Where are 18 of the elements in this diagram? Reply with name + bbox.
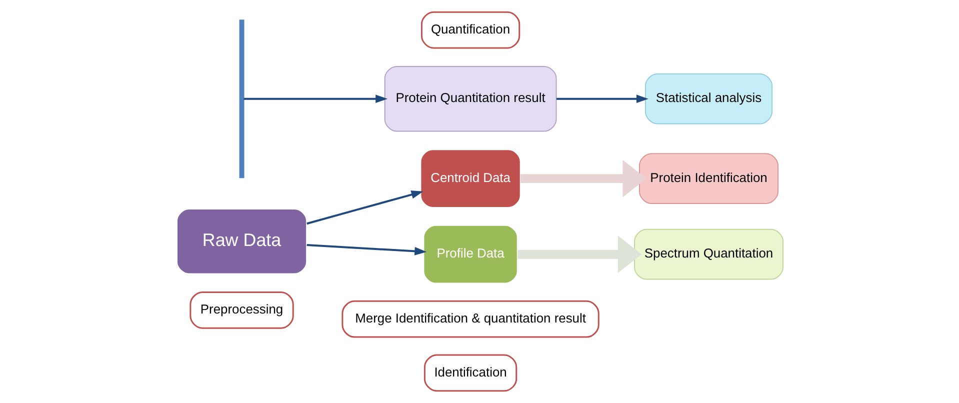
node-box: Protein Quantitation result [384,66,556,132]
node-box: Preprocessing [189,291,294,329]
node-box: Profile Data [422,224,518,284]
arrow [306,244,426,256]
node-box: Identification [423,354,517,392]
arrow [520,160,646,198]
node-box: Raw Data [176,208,307,274]
node-box: Merge Identification & quantitation result [341,300,599,338]
arrow [556,94,648,104]
node-box: Protein Identification [638,153,778,204]
node-box: Centroid Data [420,149,520,208]
arrow [306,190,423,225]
arrow [517,236,642,273]
arrow [243,94,388,104]
node-box: Spectrum Quantitation [634,228,784,280]
node-box: Statistical analysis [644,73,772,124]
node-box: Quantification [420,11,520,49]
node-bar [238,20,244,178]
